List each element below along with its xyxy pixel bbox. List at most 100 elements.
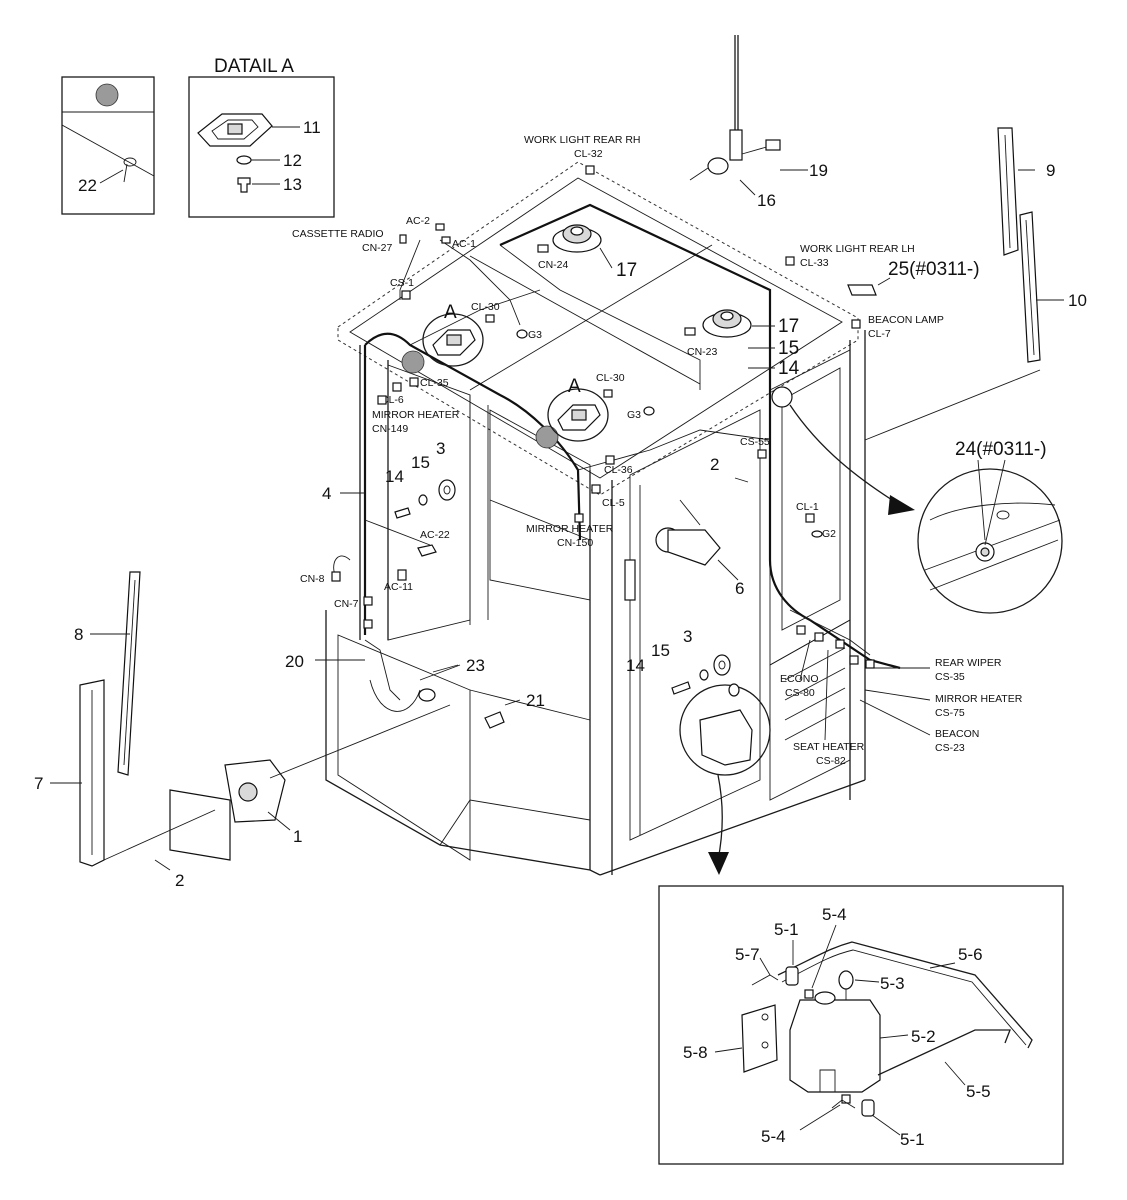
fasteners-left [394,479,456,519]
part-number-23: 23 [466,656,485,675]
connector-labels: WORK LIGHT REAR RH CL-32 WORK LIGHT REAR… [292,134,1023,767]
label-cl-7: CL-7 [868,328,891,340]
label-cs-1: CS-1 [390,277,414,289]
part-number-17-right: 17 [778,316,799,337]
part-number-21: 21 [526,691,545,710]
label-ac-1: AC-1 [452,238,476,250]
part-number-5-1-top: 5-1 [774,920,799,939]
speaker-17-top [552,224,602,253]
connector-cl-33 [785,256,795,266]
part-number-14-left: 14 [385,467,404,486]
antenna-16 [689,35,781,181]
connector-cn-24 [537,244,549,253]
label-cn-24: CN-24 [538,259,569,271]
label-cl-30-center: CL-30 [596,372,625,384]
label-ac-11: AC-11 [384,581,413,593]
label-mirror-heater-left: MIRROR HEATER [372,409,460,421]
label-cl-6: CL-6 [381,394,404,406]
room-lamp-a-center: A [547,376,609,442]
label-cs-82: CS-82 [816,755,846,767]
ground-g2 [811,530,823,538]
part-number-24: 24(#0311-) [955,439,1047,460]
part-number-3-left: 3 [436,439,445,458]
connector-lower-left [363,619,373,629]
part-number-25: 25(#0311-) [888,259,980,280]
ground-g3-left [516,329,528,339]
part-number-22: 22 [78,176,97,195]
marker-circle-white [771,386,793,408]
label-cl-30-left: CL-30 [471,301,500,313]
part-number-11: 11 [303,118,321,137]
label-work-light-rear-rh: WORK LIGHT REAR RH [524,134,640,146]
cab-structure [325,161,1041,876]
label-cs-75: CS-75 [935,707,965,719]
part-number-5-4-top: 5-4 [822,905,847,924]
label-g2: G2 [822,528,836,540]
label-econo: ECONO [780,673,819,685]
part-number-6: 6 [735,579,744,598]
washer-tank-inline [679,683,771,776]
connector-cs-75 [849,655,859,665]
connector-cn-8 [331,571,341,582]
label-cassette-radio: CASSETTE RADIO [292,228,384,240]
label-ac-2: AC-2 [406,215,430,227]
fasteners-center [671,654,731,695]
part-number-15-left: 15 [411,453,430,472]
label-cn-7: CN-7 [334,598,359,610]
connector-cl-1 [805,513,815,523]
part-number-3-center: 3 [683,627,692,646]
connector-cl-6 [392,382,402,392]
part-number-12: 12 [283,151,302,170]
part-number-14-right: 14 [778,358,800,379]
connector-cs-55 [757,449,767,459]
connector-cn-27 [399,234,407,244]
part-number-5-1-bottom: 5-1 [900,1130,925,1149]
part-numbers: 19 16 9 10 25(#0311-) 17 17 15 14 24(#03… [34,161,1087,890]
arrow-to-detail-24 [789,404,901,506]
front-wiper-arm-7 [79,679,105,867]
detail-circle-24 [917,459,1063,614]
connector-cn-149 [377,395,387,405]
label-cs-80: CS-80 [785,687,815,699]
part-number-4: 4 [322,484,331,503]
connector-ac-2 [435,223,445,231]
label-cn-149: CN-149 [372,423,408,435]
part-number-20: 20 [285,652,304,671]
marker-circle [535,425,559,449]
part-number-8: 8 [74,625,83,644]
label-cl-5: CL-5 [602,497,625,509]
part-number-9: 9 [1046,161,1055,180]
label-work-light-rear-lh: WORK LIGHT REAR LH [800,243,915,255]
label-beacon-lamp: BEACON LAMP [868,314,944,326]
part-number-2-door: 2 [710,455,719,474]
part-number-15-right: 15 [778,338,799,359]
speaker-17-right [702,309,752,338]
part-number-15-center: 15 [651,641,670,660]
label-cn-23: CN-23 [687,346,718,358]
connector-cs-23 [835,639,845,649]
part-number-19: 19 [809,161,828,180]
connector-cn-150 [574,513,584,523]
label-g3-left: G3 [528,329,542,341]
connector-cn-7 [363,596,373,606]
front-wiper-blade-8 [117,571,141,776]
label-cs-23: CS-23 [935,742,965,754]
bracket-23 [418,664,461,702]
label-cn-27: CN-27 [362,242,393,254]
part-number-1: 1 [293,827,302,846]
connector-cl-30-center [603,389,613,398]
connector-cl-36 [605,455,615,465]
connector-ac-1 [441,236,451,244]
inset-part-22: 22 [61,76,155,215]
part-number-5-7: 5-7 [735,945,760,964]
part-number-5-5: 5-5 [966,1082,991,1101]
connector-cl-30-left [485,314,495,323]
arrow-to-tank-detail [717,774,723,861]
connector-cs-35 [865,659,875,669]
label-cl-32: CL-32 [574,148,603,160]
rear-wiper-blade-9 [997,127,1019,256]
tank-part-numbers: 5-1 5-4 5-7 5-3 5-2 5-6 5-5 5-8 5-4 5-1 [683,905,991,1149]
label-mirror-heater-right: MIRROR HEATER [935,693,1023,705]
label-cl-1: CL-1 [796,501,819,513]
